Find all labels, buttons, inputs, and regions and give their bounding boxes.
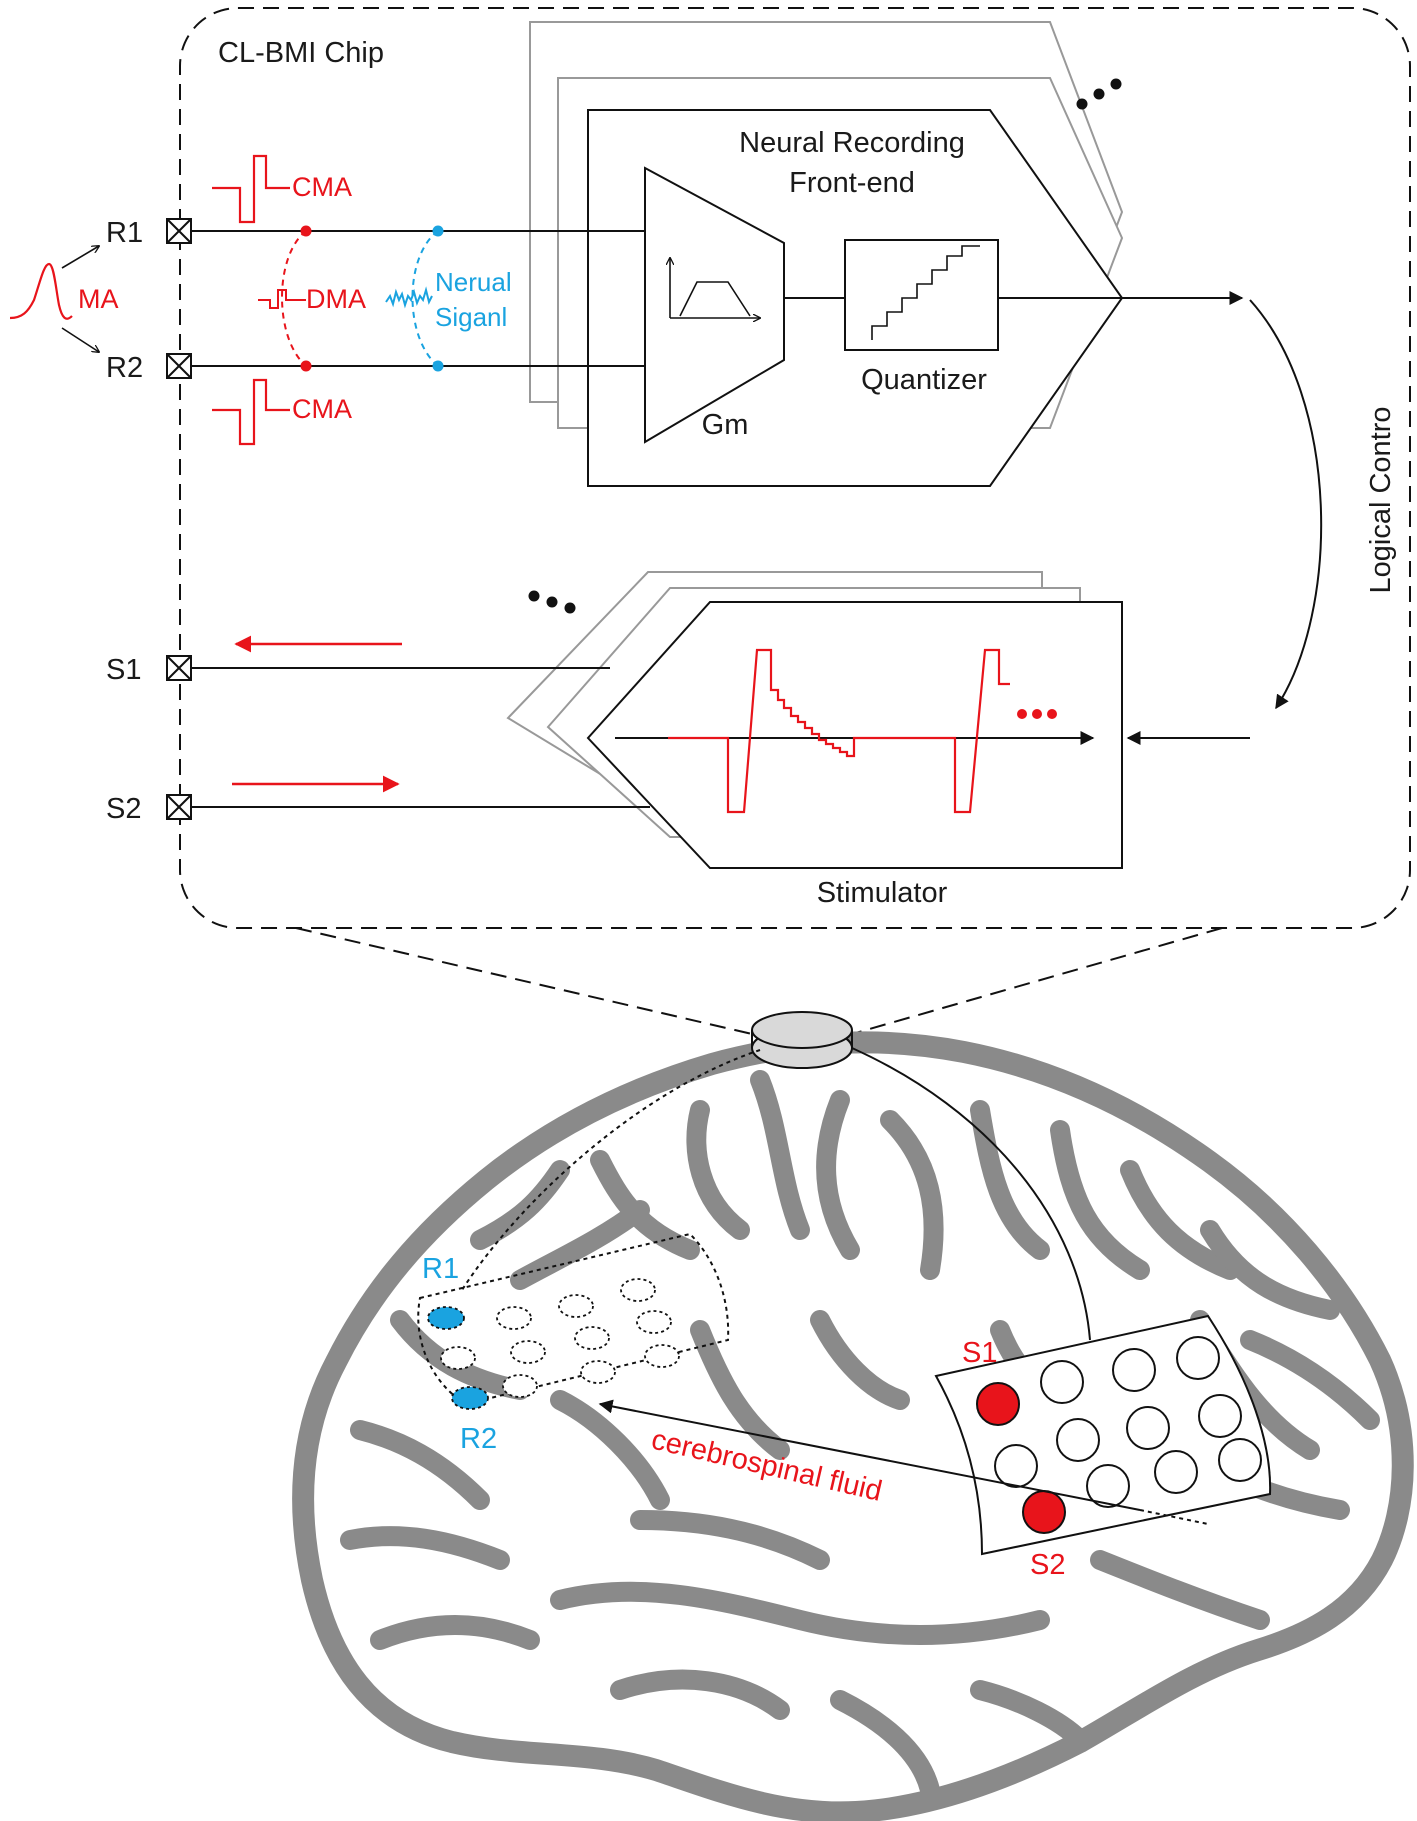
pad-s1-label: S1 [106, 654, 141, 686]
stimulator-stack [506, 571, 1123, 869]
zoom-line-right [851, 927, 1223, 1035]
brain-illustration [292, 1011, 1414, 1821]
brain-r2-label: R2 [460, 1423, 497, 1455]
cma-bottom-label: CMA [292, 394, 352, 424]
stimulation-array-wire [851, 1047, 1091, 1341]
cma-bottom-pulse [212, 378, 290, 446]
recording-title-line2: Front-end [789, 167, 915, 199]
stimulator-label: Stimulator [817, 877, 948, 909]
brain-s2-label: S2 [1030, 1549, 1065, 1581]
gm-label: Gm [702, 409, 749, 441]
pad-r2-label: R2 [106, 352, 143, 384]
pad-s1 [166, 655, 192, 681]
stimulator-pulse-ellipsis [1017, 709, 1057, 719]
ma-arrow-r1 [61, 246, 99, 269]
stimulator-ellipsis [528, 590, 576, 614]
dma-dashed-link [281, 230, 307, 367]
recording-ellipsis [1076, 78, 1122, 110]
logical-control-label: Logical Contro [1365, 407, 1397, 594]
quantizer-label: Quantizer [861, 364, 987, 396]
pad-r1 [166, 218, 192, 244]
cerebrospinal-fluid-arrow [598, 1399, 1141, 1511]
chip-title: CL-BMI Chip [218, 37, 384, 69]
neural-signal-label-line2: Siganl [435, 302, 507, 332]
recording-array-wire [461, 1049, 761, 1291]
recording-title-line1: Neural Recording [739, 127, 965, 159]
stimulation-electrode-array [934, 1314, 1272, 1556]
ma-label: MA [78, 284, 119, 314]
ma-arrow-r2 [61, 327, 99, 352]
dma-pulse [258, 289, 306, 309]
neural-signal-label-line1: Nerual [435, 267, 512, 297]
cma-top-label: CMA [292, 172, 352, 202]
logical-control-arrow [1249, 299, 1323, 710]
neural-signal-waveform [385, 286, 433, 309]
zoom-line-left [295, 927, 753, 1035]
chip-outline [179, 7, 1411, 929]
ma-waveform [9, 262, 73, 320]
pad-s2-label: S2 [106, 793, 141, 825]
dma-label: DMA [306, 284, 366, 314]
pad-r1-label: R1 [106, 217, 143, 249]
stimulator-pulse-waveform [668, 648, 1010, 814]
brain-r1-label: R1 [422, 1253, 459, 1285]
neural-signal-dashed-link [411, 230, 439, 367]
stimulator-block [586, 601, 1123, 869]
cerebrospinal-fluid-dotted [1139, 1509, 1209, 1525]
gm-amplifier [644, 166, 785, 444]
brain-s1-label: S1 [962, 1337, 997, 1369]
recording-frontend-stack [529, 21, 1124, 487]
cma-top-pulse [212, 154, 290, 224]
pad-s2 [166, 794, 192, 820]
quantizer-block [844, 239, 999, 351]
recording-electrode-array [417, 1232, 730, 1410]
pad-r2 [166, 353, 192, 379]
